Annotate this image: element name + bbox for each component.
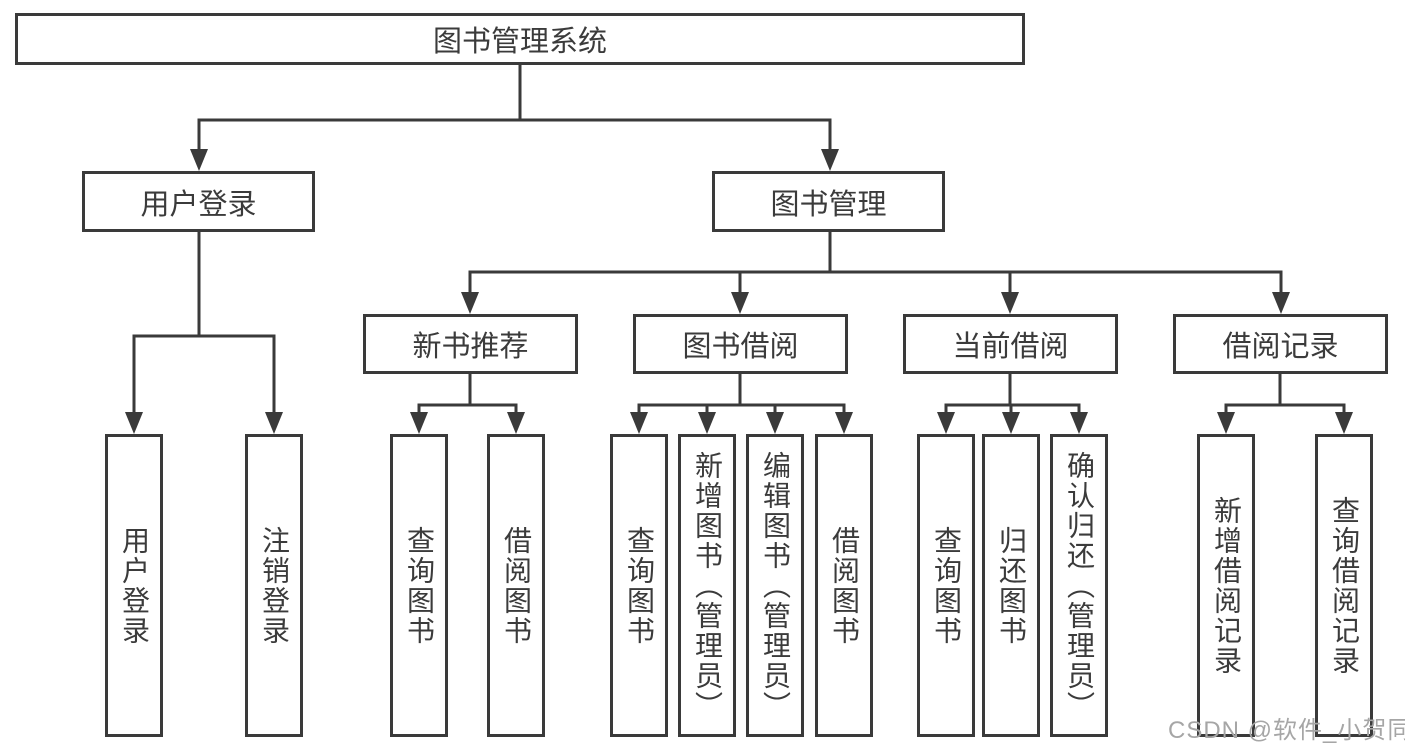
node-book-borrow: 图书借阅	[633, 314, 848, 374]
connector-current-borrow	[944, 374, 1081, 413]
leaf-return-books: 归还图书	[982, 434, 1040, 737]
leaf-query-borrow-record: 查询借阅记录	[1315, 434, 1373, 737]
connector-root	[197, 63, 832, 150]
leaf-add-book-admin: 新增图书（管理员）	[678, 434, 736, 737]
watermark-text: CSDN @软件_小贺同学	[1168, 717, 1405, 744]
node-current-borrow: 当前借阅	[903, 314, 1118, 374]
leaf-recommend-borrow-books: 借阅图书	[487, 434, 545, 737]
leaf-add-borrow-record: 新增借阅记录	[1197, 434, 1255, 737]
leaf-logout: 注销登录	[245, 434, 303, 737]
connector-book-borrow	[637, 374, 846, 413]
connector-user-login	[132, 232, 276, 413]
arrowheads	[125, 149, 1353, 434]
leaf-borrow-borrow-books: 借阅图书	[815, 434, 873, 737]
node-user-login: 用户登录	[82, 171, 315, 232]
leaf-borrow-query-books: 查询图书	[610, 434, 668, 737]
connector-book-management	[468, 232, 1283, 293]
leaf-user-login: 用户登录	[105, 434, 163, 737]
node-book-management: 图书管理	[712, 171, 945, 232]
node-library-management-system: 图书管理系统	[15, 13, 1025, 65]
leaf-edit-book-admin: 编辑图书（管理员）	[746, 434, 804, 737]
leaf-confirm-return-admin: 确认归还（管理员）	[1050, 434, 1108, 737]
leaf-current-query-books: 查询图书	[917, 434, 975, 737]
connector-new-book-recommend	[417, 374, 518, 413]
node-new-book-recommend: 新书推荐	[363, 314, 578, 374]
connector-borrow-records	[1224, 374, 1346, 413]
node-borrow-records: 借阅记录	[1173, 314, 1388, 374]
leaf-recommend-query-books: 查询图书	[390, 434, 448, 737]
